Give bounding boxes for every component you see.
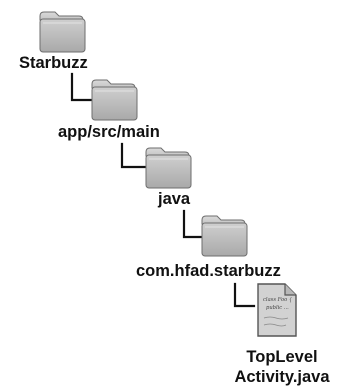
connector-starbuzz-to-app <box>70 72 97 102</box>
connector-app-to-java <box>120 142 150 169</box>
file-label-line2: Activity.java <box>234 368 330 386</box>
folder-icon <box>91 79 138 121</box>
connector-package-to-file <box>233 282 256 308</box>
file-scribble: class Foo { public ... <box>263 297 294 311</box>
folder-label-app-src-main: app/src/main <box>58 123 160 141</box>
connector-java-to-package <box>182 209 207 239</box>
folder-icon <box>201 215 248 257</box>
folder-label-starbuzz: Starbuzz <box>19 54 88 72</box>
folder-label-com-hfad-starbuzz: com.hfad.starbuzz <box>136 262 281 280</box>
folder-icon <box>39 11 86 53</box>
file-label-line1: TopLevel <box>246 348 318 366</box>
folder-label-java: java <box>158 190 191 208</box>
java-file-icon: class Foo { public ... <box>257 283 297 337</box>
folder-icon <box>145 147 192 189</box>
